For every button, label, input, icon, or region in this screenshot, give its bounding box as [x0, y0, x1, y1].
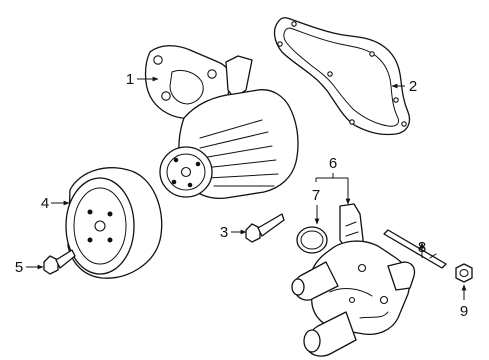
callout-9: 9	[460, 303, 468, 320]
callout-4: 4	[41, 195, 49, 212]
nut-part[interactable]	[455, 263, 473, 283]
bolt-part[interactable]	[245, 213, 285, 243]
callout-2: 2	[409, 78, 417, 95]
callout-5: 5	[15, 259, 23, 276]
gasket-part[interactable]	[273, 17, 411, 136]
pulley-part[interactable]	[65, 167, 163, 279]
callout-3: 3	[220, 224, 228, 241]
callout-8: 8	[418, 239, 426, 256]
callout-1: 1	[126, 71, 134, 88]
leader-lines	[26, 76, 467, 300]
stud-part[interactable]	[383, 229, 447, 269]
thermostat-housing-part[interactable]	[291, 203, 416, 357]
o-ring-part[interactable]	[296, 226, 328, 254]
pulley-bolt-part[interactable]	[43, 249, 76, 275]
callout-6: 6	[329, 155, 337, 172]
water-pump-part[interactable]	[144, 45, 299, 200]
callout-7: 7	[312, 187, 320, 204]
